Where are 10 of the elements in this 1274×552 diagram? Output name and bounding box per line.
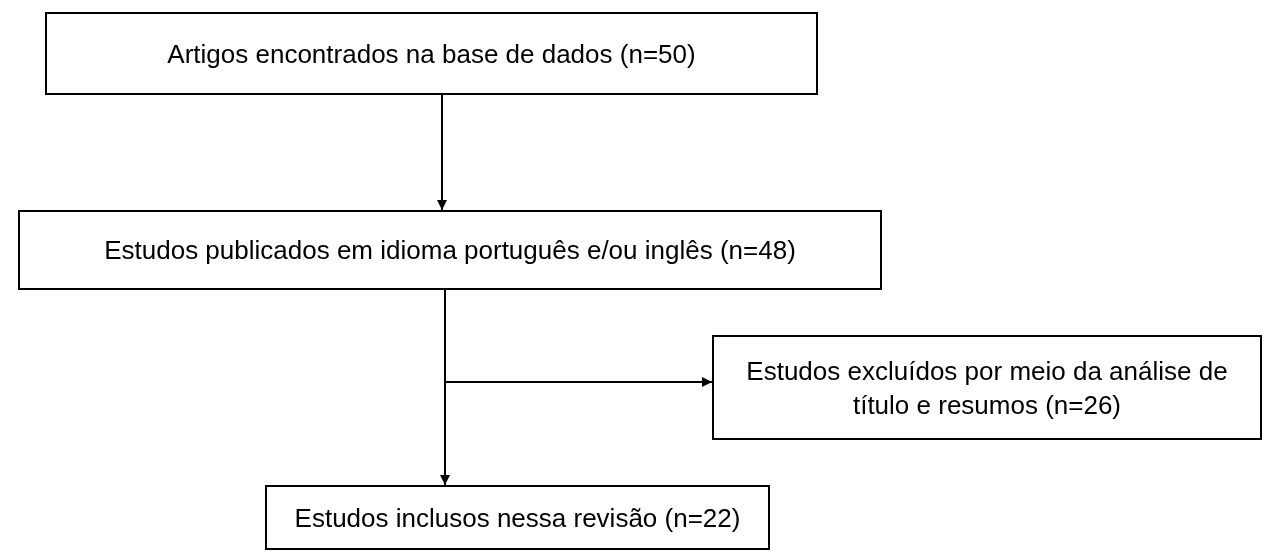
- process-box: [18, 210, 882, 290]
- box-text: Estudos publicados em idioma português e/ou inglês (n=48): [104, 234, 796, 267]
- arrow: [437, 94, 447, 211]
- process-box: [265, 485, 770, 550]
- process-box: [712, 335, 1262, 440]
- box-text: Artigos encontrados na base de dados (n=50): [167, 37, 696, 71]
- process-box: [45, 12, 818, 95]
- box-text: Estudos excluídos por meio da análise de título e resumos (n=26): [745, 354, 1229, 422]
- box-text: Estudos inclusos nessa revisão (n=22): [294, 501, 741, 535]
- arrow: [444, 289, 713, 387]
